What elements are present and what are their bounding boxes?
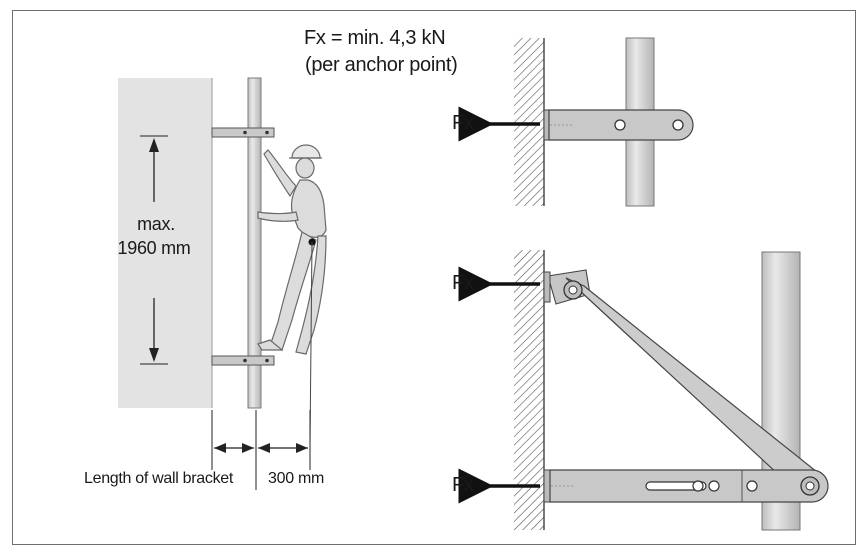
max-label: max. (137, 214, 175, 234)
force-label-bottom: Fx (452, 474, 474, 496)
force-requirement-label: Fx = min. 4,3 kN (304, 27, 446, 49)
force-requirement-note: (per anchor point) (305, 54, 458, 76)
wall-bracket-top (211, 127, 275, 138)
wall-bracket-bottom (211, 355, 275, 366)
offset-dimension-value: 300 mm (268, 470, 324, 487)
bracket-length-label: Length of wall bracket (84, 470, 234, 487)
detail-braced-bracket (458, 250, 829, 531)
detail-simple-bracket (458, 37, 694, 207)
ladder-rail (247, 77, 262, 409)
spacing-dimension-value: 1960 mm (117, 238, 191, 258)
force-label-mid: Fx (452, 272, 474, 294)
overview-illustration (118, 77, 327, 490)
wall (118, 78, 212, 408)
climber-figure (257, 144, 327, 355)
force-label-top: Fx (452, 112, 474, 134)
